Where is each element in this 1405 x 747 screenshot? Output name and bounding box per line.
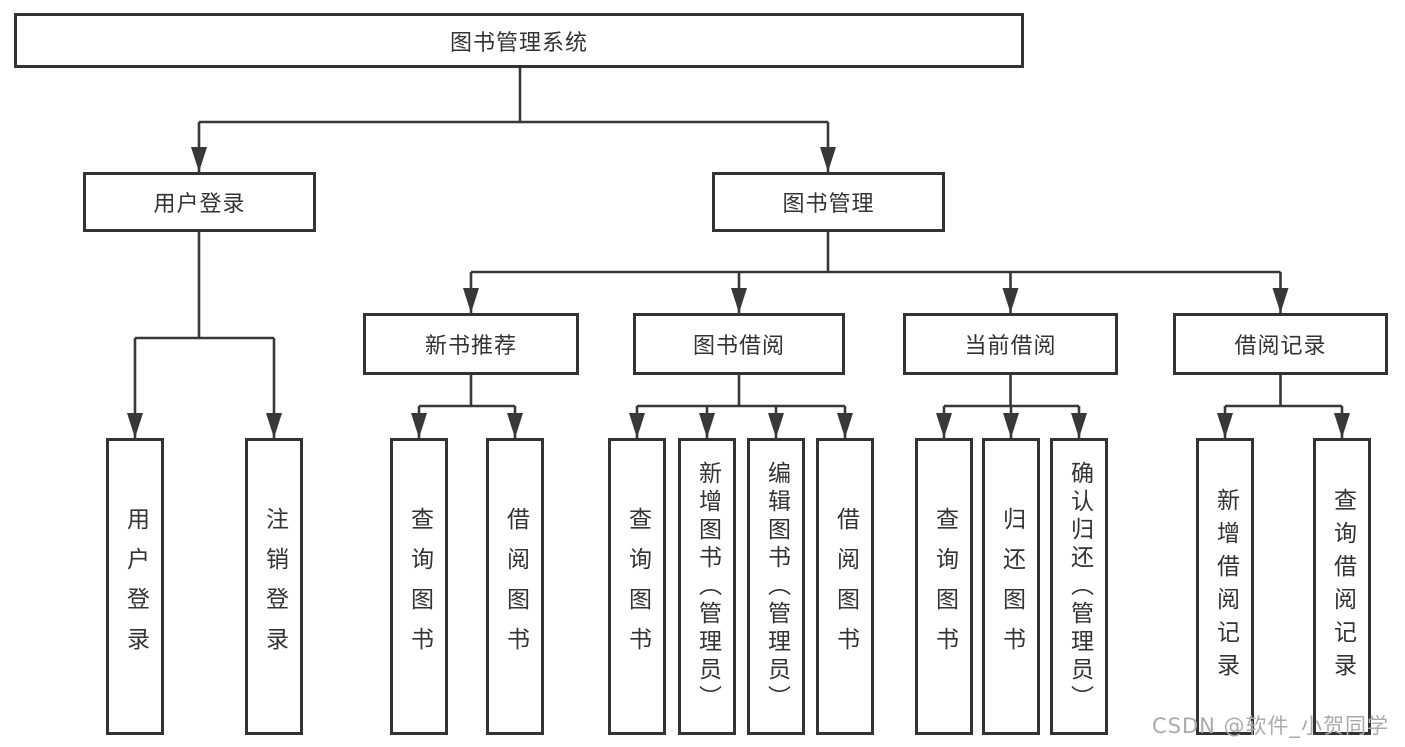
node-user-login: 用户登录 [83, 172, 316, 232]
node-book-management: 图书管理 [712, 172, 945, 232]
node-query-books: 查询图书 [608, 438, 666, 735]
node-label: 注销登录 [261, 506, 288, 667]
node-label: 查询图书 [624, 506, 651, 667]
node-label: 图书管理系统 [449, 30, 588, 56]
node-label: 用户登录 [122, 506, 149, 667]
node-borrowing-records: 借阅记录 [1173, 313, 1388, 375]
node-label: 新增借阅记录 [1212, 487, 1239, 686]
node-add-borrow-record: 新增借阅记录 [1196, 438, 1254, 735]
node-label: 借阅记录 [1234, 334, 1327, 359]
node-current-borrowing: 当前借阅 [903, 313, 1118, 375]
node-label: 归还图书 [998, 506, 1025, 667]
node-query-books: 查询图书 [390, 438, 448, 735]
node-label: 图书管理 [782, 192, 875, 217]
node-label: 图书借阅 [692, 334, 785, 359]
node-label: 查询借阅记录 [1329, 487, 1356, 686]
node-borrow-books: 借阅图书 [816, 438, 874, 735]
node-label: 用户登录 [153, 192, 246, 217]
node-user-login-action: 用户登录 [106, 438, 164, 735]
node-label: 编辑图书（管理员） [763, 460, 790, 713]
node-label: 借阅图书 [502, 506, 529, 667]
node-confirm-return-admin: 确认归还（管理员） [1050, 438, 1108, 735]
node-label: 查询图书 [406, 506, 433, 667]
node-borrow-books: 借阅图书 [486, 438, 544, 735]
node-logout-action: 注销登录 [245, 438, 303, 735]
node-edit-books-admin: 编辑图书（管理员） [747, 438, 805, 735]
node-label: 新书推荐 [424, 334, 517, 359]
watermark: CSDN @软件_小贺同学 [1152, 714, 1390, 738]
node-query-borrow-record: 查询借阅记录 [1313, 438, 1371, 735]
node-library-management-system: 图书管理系统 [14, 13, 1024, 68]
node-label: 新增图书（管理员） [694, 460, 721, 713]
node-query-books: 查询图书 [915, 438, 973, 735]
node-return-books: 归还图书 [982, 438, 1040, 735]
node-label: 借阅图书 [832, 506, 859, 667]
node-label: 当前借阅 [964, 334, 1057, 359]
node-book-borrowing: 图书借阅 [633, 313, 845, 375]
node-new-book-recommendation: 新书推荐 [363, 313, 579, 375]
node-label: 查询图书 [931, 506, 958, 667]
node-label: 确认归还（管理员） [1066, 460, 1093, 713]
node-add-books-admin: 新增图书（管理员） [678, 438, 736, 735]
